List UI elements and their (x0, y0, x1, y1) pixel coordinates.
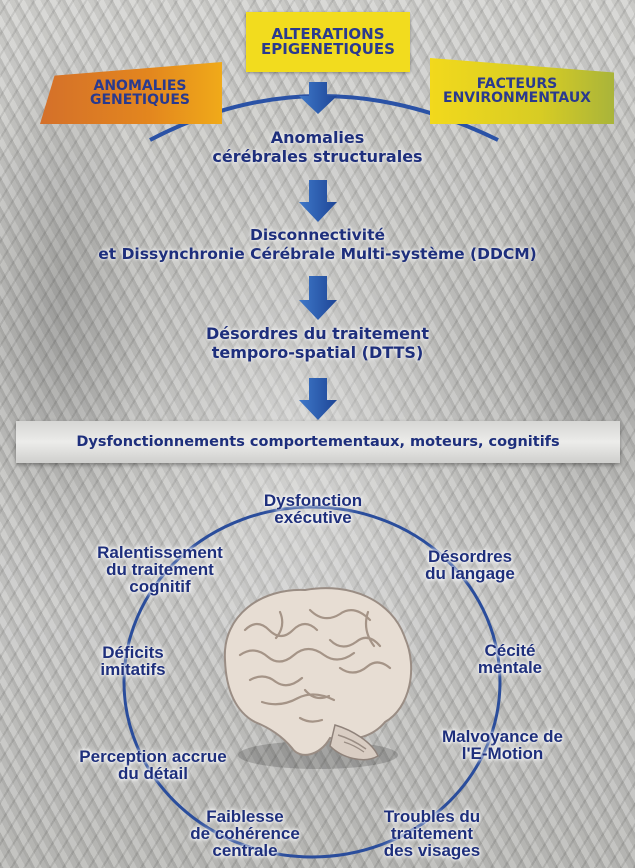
cycle-e-motion-misperception: Malvoyance de l'E-Motion (420, 728, 585, 762)
cause-environmental-label: FACTEURS ENVIRONMENTAUX (443, 77, 601, 105)
cycle-language-disorders: Désordres du langage (405, 548, 535, 582)
cycle-slowed-cognitive-processing: Ralentissement du traitement cognitif (70, 544, 250, 595)
cycle-enhanced-detail-perception: Perception accrue du détail (58, 748, 248, 782)
arrow-to-outcomes (299, 378, 337, 420)
arrow-to-dtts (299, 276, 337, 320)
brain-illustration (225, 588, 411, 769)
cycle-imitation-deficits: Déficits imitatifs (78, 644, 188, 678)
arrow-to-structural (299, 82, 337, 114)
cycle-weak-central-coherence: Faiblesse de cohérence centrale (170, 808, 320, 859)
arrow-to-ddcm (299, 180, 337, 222)
stage-structural-anomalies: Anomalies cérébrales structurales (0, 128, 635, 166)
stage-ddcm: Disconnectivité et Dissynchronie Cérébra… (0, 226, 635, 263)
cause-epigenetic-alterations: ALTERATIONS EPIGENETIQUES (246, 12, 410, 72)
cycle-face-processing-troubles: Troubles du traitement des visages (362, 808, 502, 859)
outcome-band: Dysfonctionnements comportementaux, mote… (16, 421, 620, 463)
stage-dtts: Désordres du traitement temporo-spatial … (0, 324, 635, 362)
outcome-band-label: Dysfonctionnements comportementaux, mote… (76, 434, 559, 450)
cycle-mental-blindness: Cécité mentale (455, 642, 565, 676)
cause-genetic-label: ANOMALIES GENETIQUES (72, 79, 190, 107)
cause-epigenetic-label: ALTERATIONS EPIGENETIQUES (261, 27, 395, 57)
cycle-executive-dysfunction: Dysfonction exécutive (248, 492, 378, 526)
